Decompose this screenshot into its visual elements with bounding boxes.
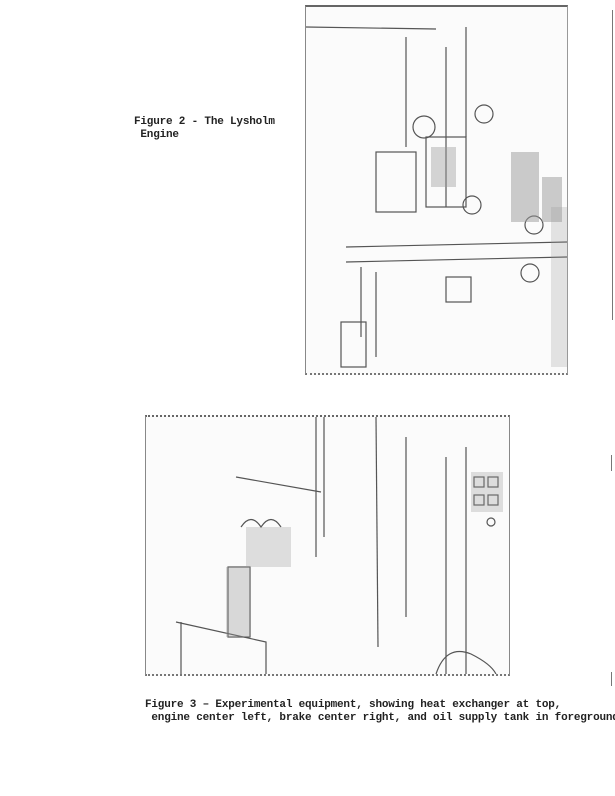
- figure-3-photo-experimental-equipment: [145, 415, 510, 676]
- figure-2-photo-lysholm-engine: [305, 5, 568, 375]
- scan-edge-mark: [611, 455, 612, 471]
- caption-line: Figure 3 – Experimental equipment, showi…: [145, 699, 562, 711]
- caption-line: Figure 2 - The Lysholm: [134, 116, 275, 128]
- caption-line: Engine: [134, 129, 179, 141]
- scan-edge-mark: [612, 10, 613, 320]
- scan-edge-mark: [611, 672, 612, 686]
- figure-2-caption: Figure 2 - The Lysholm Engine: [134, 116, 275, 142]
- figure-3-caption: Figure 3 – Experimental equipment, showi…: [145, 699, 615, 725]
- caption-line: engine center left, brake center right, …: [145, 712, 615, 724]
